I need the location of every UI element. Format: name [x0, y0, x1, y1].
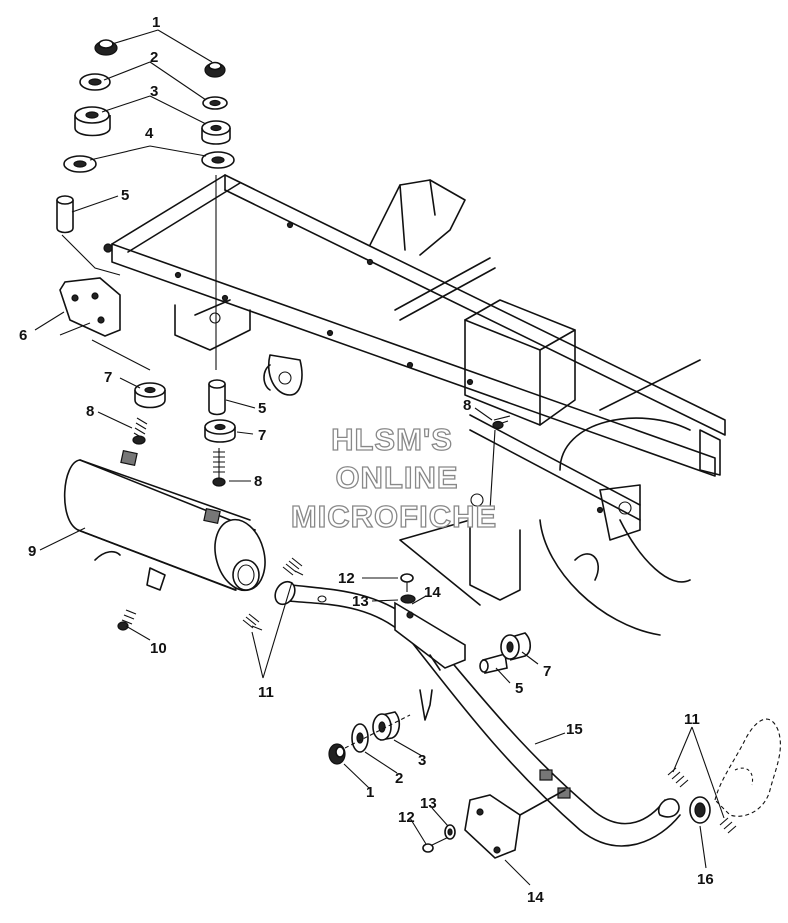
grommet-left-7 — [134, 382, 166, 409]
bracket-14-bottom — [464, 789, 566, 859]
callout-11-right: 11 — [684, 711, 700, 728]
sleeve-right-5 — [479, 652, 508, 674]
washer-right-4 — [201, 151, 235, 169]
mount-hardware-left — [56, 39, 118, 234]
bolt-left-8 — [132, 417, 148, 445]
bolt-12-top — [400, 573, 414, 592]
callout-8-right: 8 — [463, 397, 471, 414]
watermark-line-1: HLSM'S — [331, 422, 453, 457]
callout-3-top: 3 — [150, 83, 158, 100]
muffler-9 — [63, 449, 266, 592]
nut-bottom-1 — [328, 743, 346, 765]
washer-13-bottom — [444, 824, 456, 840]
callout-14-top: 14 — [424, 584, 441, 601]
callout-6: 6 — [19, 327, 27, 344]
callout-14-bottom: 14 — [527, 889, 544, 906]
callout-8-mid: 8 — [254, 473, 262, 490]
callout-7-right: 7 — [543, 663, 551, 680]
chassis-frame — [103, 174, 726, 636]
bolt-right-8 — [489, 415, 511, 511]
bracket-6 — [59, 277, 121, 337]
callout-5-left: 5 — [121, 187, 129, 204]
mount-hardware-right — [201, 61, 235, 370]
washer-left-4 — [63, 155, 97, 173]
washer-left-2 — [79, 73, 111, 91]
callout-numbers: 1 2 3 4 5 6 7 8 5 7 8 8 9 10 11 12 13 14… — [19, 14, 714, 906]
bushing-right-3 — [201, 120, 231, 145]
engine-exhaust-port — [714, 718, 781, 817]
callout-1-bottom: 1 — [366, 784, 374, 801]
callout-4-top: 4 — [145, 125, 154, 142]
grommet-right-7 — [500, 632, 532, 661]
watermark: HLSM'S ONLINE MICROFICHE — [290, 421, 497, 534]
washer-13-top — [400, 594, 416, 604]
callout-5-mid: 5 — [258, 400, 266, 417]
gasket-16 — [689, 796, 711, 824]
bolt-10 — [117, 609, 137, 631]
sleeve-left-5 — [56, 195, 74, 234]
leader-lines — [34, 29, 725, 886]
callout-2-top: 2 — [150, 49, 158, 66]
washer-bottom-2 — [351, 723, 369, 753]
callout-5-right: 5 — [515, 680, 523, 697]
callout-12-bottom: 12 — [398, 809, 415, 826]
callout-11-left: 11 — [258, 684, 274, 701]
callout-12-top: 12 — [338, 570, 355, 587]
bracket-14-top — [394, 601, 466, 671]
callout-13-bottom: 13 — [420, 795, 437, 812]
springs-right-11 — [667, 767, 737, 834]
callout-7-mid: 7 — [258, 427, 266, 444]
callout-15: 15 — [566, 721, 583, 738]
bolt-mid-8 — [212, 448, 226, 487]
callout-1-top: 1 — [152, 14, 160, 31]
callout-7-left: 7 — [104, 369, 112, 386]
callout-13-top: 13 — [352, 593, 369, 610]
callout-10: 10 — [150, 640, 167, 657]
bushing-left-3 — [74, 106, 111, 137]
callout-8-left: 8 — [86, 403, 94, 420]
watermark-line-3: MICROFICHE — [291, 499, 497, 534]
callout-16: 16 — [697, 871, 714, 888]
callout-9: 9 — [28, 543, 36, 560]
nut-right-1 — [204, 61, 226, 78]
callout-3-bottom: 3 — [418, 752, 426, 769]
bushing-bottom-3 — [372, 711, 401, 741]
washer-right-2 — [202, 96, 228, 110]
nut-left-1 — [94, 39, 118, 56]
exhaust-pipe-15 — [274, 580, 681, 847]
springs-left-11 — [242, 557, 304, 631]
callout-2-bottom: 2 — [395, 770, 403, 787]
sleeve-mid-5 — [208, 379, 226, 416]
grommet-mid-7 — [204, 419, 236, 443]
watermark-line-2: ONLINE — [335, 460, 458, 495]
